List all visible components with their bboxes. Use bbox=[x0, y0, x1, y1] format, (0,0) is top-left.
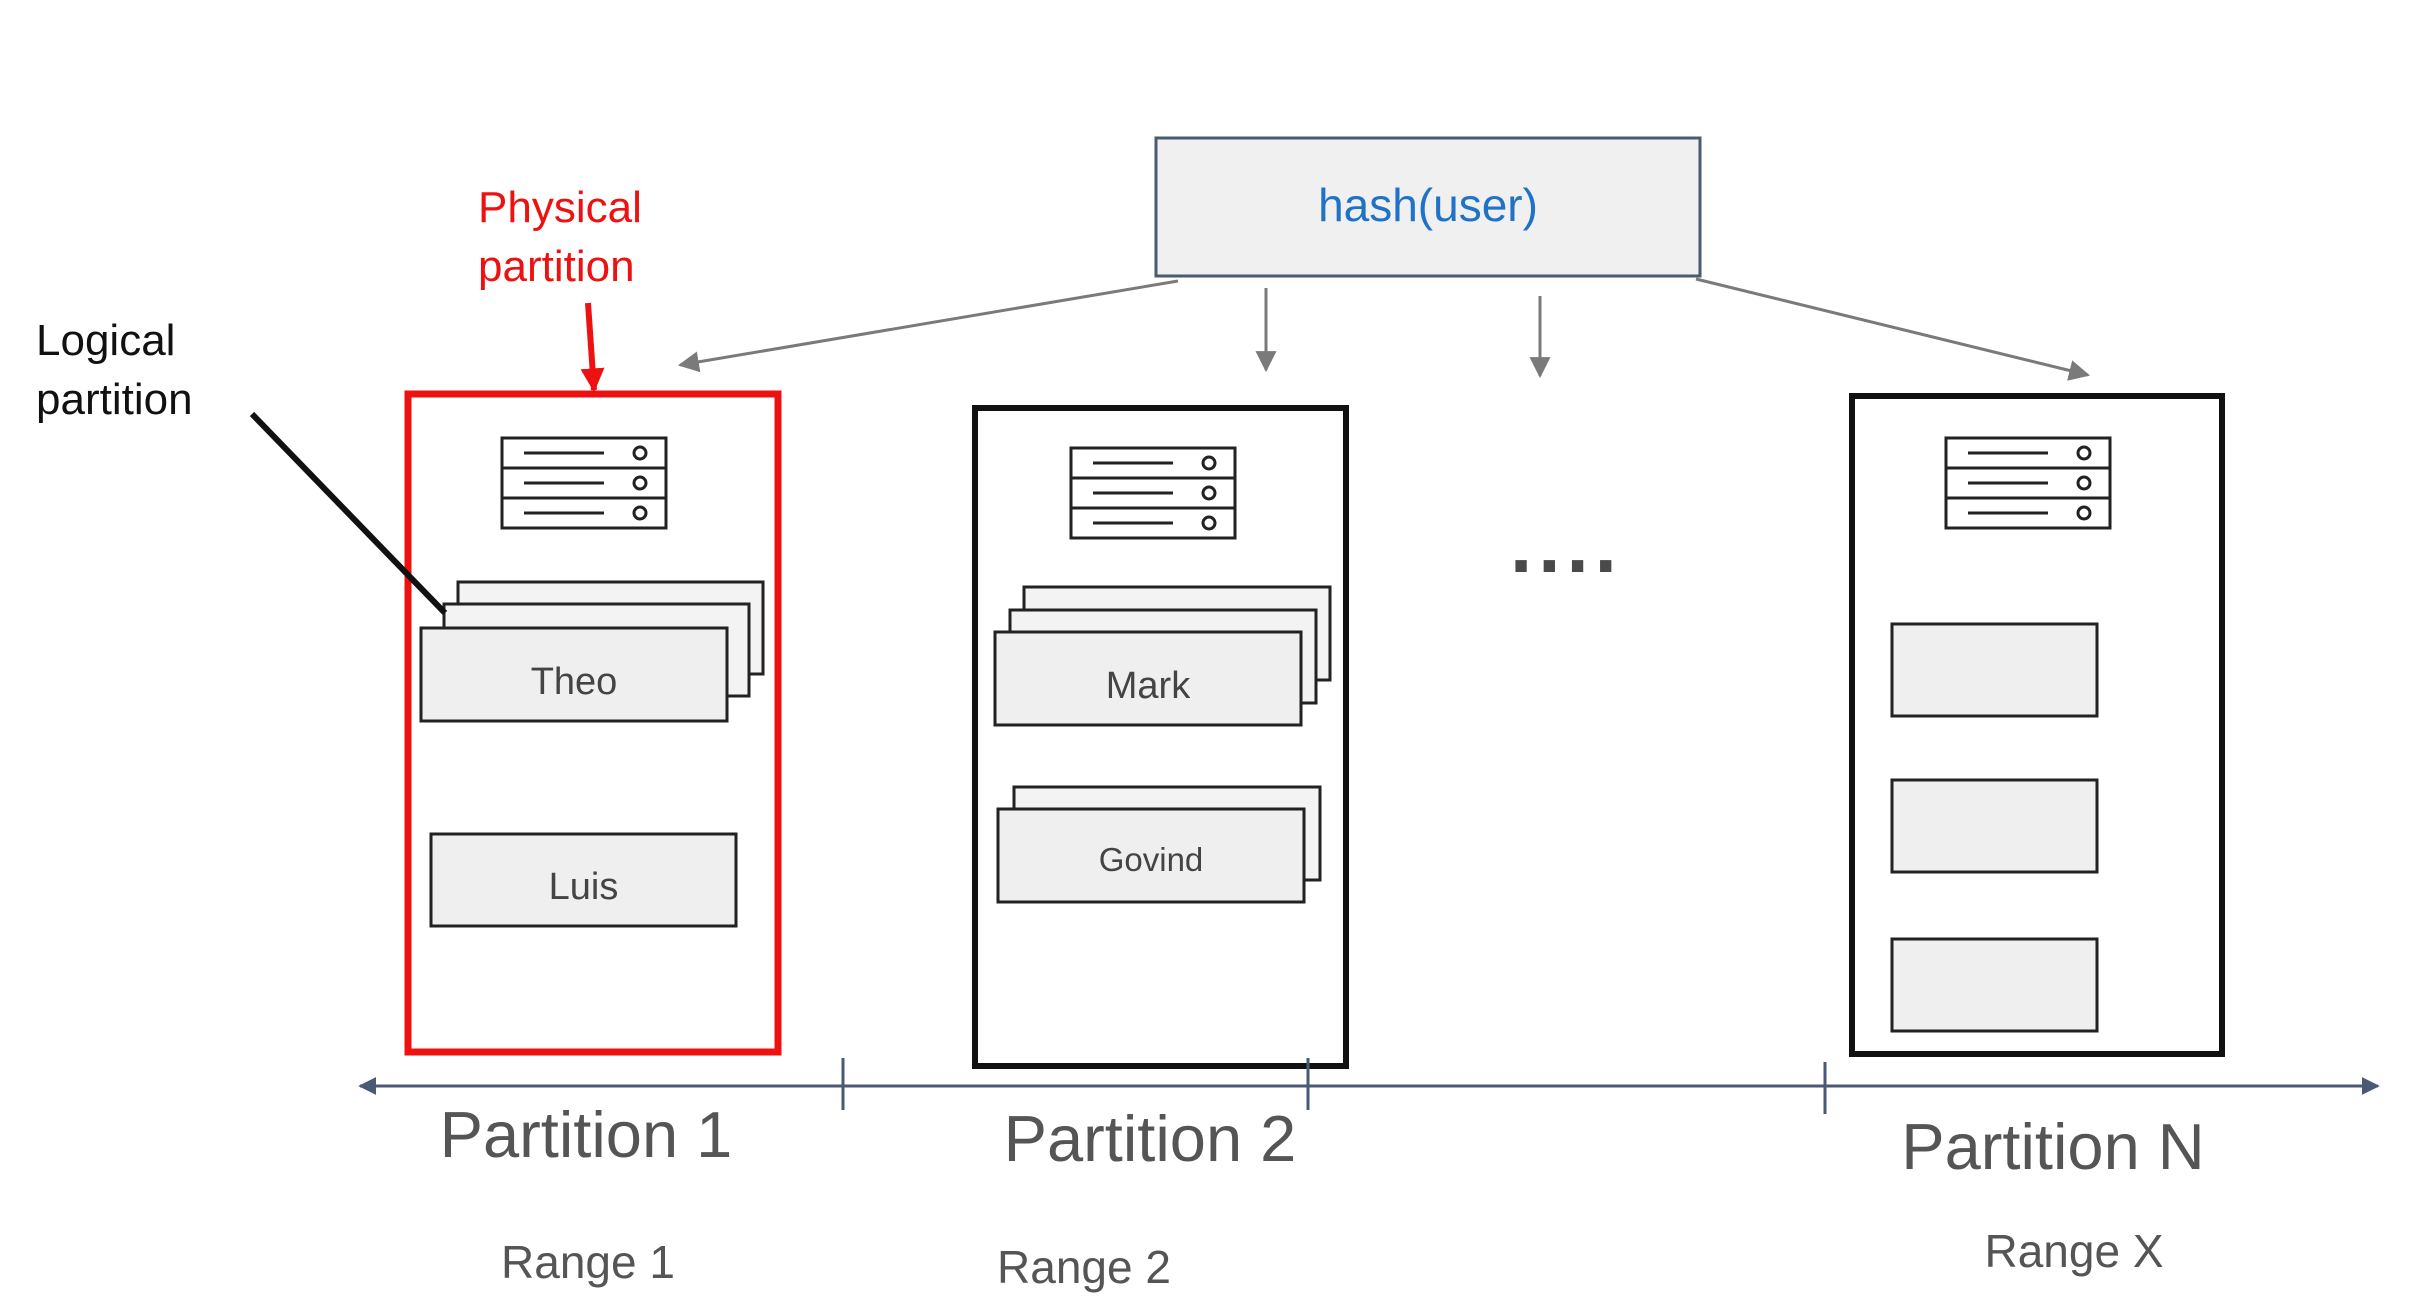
logical-annotation-line1: Logical bbox=[36, 316, 176, 365]
partition-n-box bbox=[1849, 393, 2225, 1057]
physical-partition-annotation: Physical partition bbox=[478, 178, 642, 296]
server-icon bbox=[500, 436, 668, 530]
logical-partition-pointer bbox=[249, 411, 448, 616]
logical-annotation-line2: partition bbox=[36, 375, 193, 424]
logical-partition-empty bbox=[1890, 937, 2099, 1033]
more-partitions-ellipsis: .... bbox=[1510, 500, 1623, 589]
logical-partition-luis bbox=[429, 832, 738, 928]
partition-2-label: Partition 2 bbox=[1003, 1102, 1297, 1175]
hash-box bbox=[1154, 136, 1702, 278]
physical-partition-pointer bbox=[580, 302, 605, 393]
partition-1-label: Partition 1 bbox=[439, 1098, 733, 1171]
range-1-label: Range 1 bbox=[501, 1236, 675, 1288]
logical-partition-empty bbox=[1890, 778, 2099, 874]
card-label-luis: Luis bbox=[548, 866, 619, 908]
logical-partition-mark bbox=[993, 630, 1303, 727]
arrow-to-partition-1 bbox=[677, 279, 1179, 373]
card-label-mark: Mark bbox=[1105, 665, 1191, 707]
card-label-theo: Theo bbox=[530, 661, 618, 703]
partition-n-label: Partition N bbox=[1901, 1110, 2205, 1183]
card-label-govind: Govind bbox=[1098, 841, 1204, 878]
logical-partition-empty bbox=[1890, 622, 2099, 718]
hash-function-label: hash(user) bbox=[1318, 179, 1538, 231]
physical-annotation-line1: Physical bbox=[478, 183, 642, 232]
partition-1-box bbox=[404, 390, 782, 1056]
logical-partition-theo bbox=[419, 626, 729, 723]
logical-partition-govind bbox=[996, 807, 1306, 904]
logical-partition-annotation: Logical partition bbox=[36, 311, 193, 429]
partition-2-box bbox=[972, 405, 1349, 1069]
range-x-label: Range X bbox=[1984, 1225, 2164, 1277]
arrow-to-partition-n bbox=[1695, 277, 2091, 381]
range-2-label: Range 2 bbox=[997, 1241, 1171, 1293]
server-icon bbox=[1944, 436, 2112, 530]
server-icon bbox=[1069, 446, 1237, 540]
physical-annotation-line2: partition bbox=[478, 242, 635, 291]
